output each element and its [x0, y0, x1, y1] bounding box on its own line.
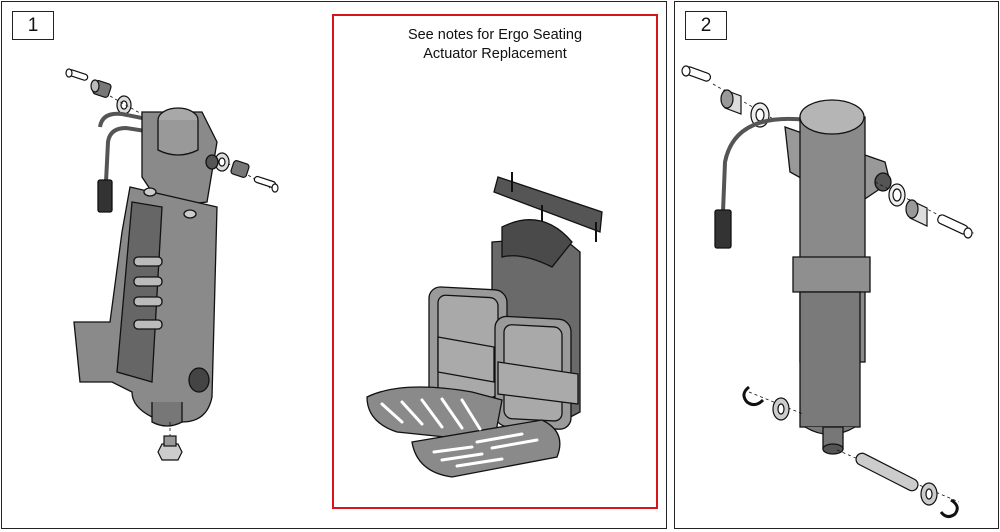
- bottom-nut: [157, 422, 183, 461]
- panel-2-number: 2: [685, 11, 727, 40]
- hardware-top-left: [681, 65, 776, 128]
- panel-1-number: 1: [12, 11, 54, 40]
- lower-pin: [836, 449, 960, 519]
- lower-left-clip: [742, 385, 804, 421]
- hardware-right: [874, 181, 976, 239]
- note-line-2: Actuator Replacement: [423, 46, 567, 62]
- note-text: See notes for Ergo Seating Actuator Repl…: [334, 26, 656, 64]
- footplate-assembly: [366, 172, 603, 478]
- note-box: See notes for Ergo Seating Actuator Repl…: [332, 14, 658, 509]
- note-line-1: See notes for Ergo Seating: [407, 27, 583, 43]
- hardware-top-left: [65, 68, 153, 121]
- actuator-assembly-drawing: [681, 65, 976, 519]
- panel-2: 2: [674, 1, 999, 529]
- mount-bracket: [73, 107, 219, 427]
- bracket-assembly-drawing: [65, 68, 603, 478]
- panel-1: 1: [1, 1, 667, 529]
- hardware-right: [211, 152, 279, 193]
- actuator-body: [714, 99, 892, 455]
